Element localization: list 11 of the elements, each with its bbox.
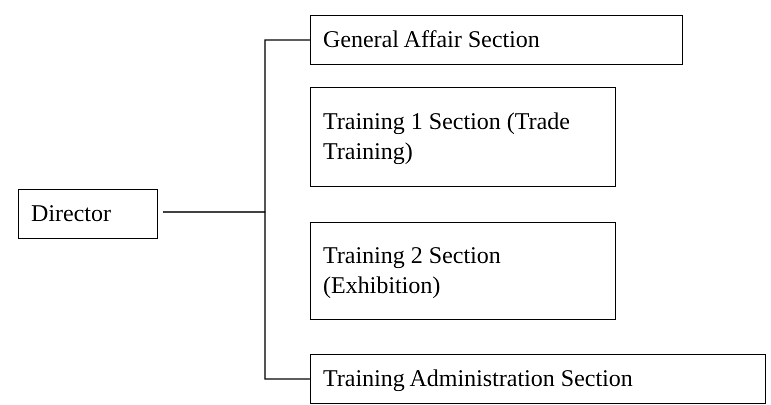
org-box: [310, 15, 683, 65]
box-label: Director: [31, 200, 112, 229]
box-label: General Affair Section: [323, 26, 541, 55]
box-label: Training Administration Section: [323, 365, 634, 394]
connector-line: [163, 211, 310, 380]
org-box: [310, 87, 616, 187]
org-box: [18, 189, 158, 239]
org-box: [310, 222, 616, 320]
box-label: Training 2 Section (Exhibition): [323, 242, 502, 301]
box-label: Training 1 Section (Trade Training): [323, 108, 571, 167]
org-box: [310, 354, 766, 404]
